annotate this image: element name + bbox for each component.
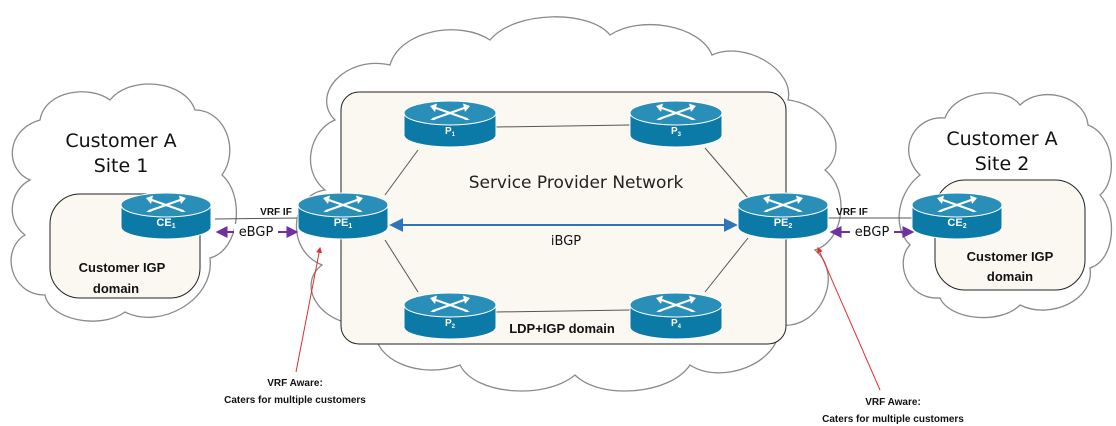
annotation-left-line1: VRF Aware: xyxy=(267,378,323,389)
router-arrowheads xyxy=(430,295,470,312)
router-arrows-icon xyxy=(147,197,185,213)
router-pe1: PE1 xyxy=(297,192,389,240)
router-label-p3: P3 xyxy=(671,126,682,138)
router-ce2: CE2 xyxy=(911,192,1003,240)
router-p4: P4 xyxy=(629,292,723,340)
router-pe2: PE2 xyxy=(737,192,829,240)
router-arrowheads xyxy=(763,195,803,212)
router-label-ce1: CE1 xyxy=(156,217,175,230)
router-label-pe2: PE2 xyxy=(774,217,793,230)
router-arrows-icon xyxy=(324,197,362,213)
router-arrowheads xyxy=(146,195,186,212)
router-arrowheads xyxy=(656,103,696,120)
router-arrows-icon xyxy=(431,297,469,313)
vrf-if-right-label: VRF IF xyxy=(836,207,868,218)
router-p2: P2 xyxy=(403,292,497,340)
link-p4-pe2 xyxy=(704,237,749,293)
router-arrows-icon xyxy=(938,197,976,213)
router-label-p4: P4 xyxy=(671,318,682,330)
router-label-p1: P1 xyxy=(445,126,456,138)
router-label-p2: P2 xyxy=(445,318,456,330)
annotation-left-arrow xyxy=(295,246,323,373)
router-arrowheads xyxy=(656,295,696,312)
ibgp-label: iBGP xyxy=(551,234,581,249)
links xyxy=(214,124,915,313)
site1-title-line1: Customer A xyxy=(65,130,176,152)
link-ce1-pe1 xyxy=(214,217,301,220)
ebgp-right-label: eBGP xyxy=(855,225,890,240)
link-p1-p3 xyxy=(495,124,631,128)
link-p3-pe2 xyxy=(704,147,749,199)
router-p3: P3 xyxy=(629,100,723,148)
router-label-ce2: CE2 xyxy=(947,217,966,230)
annotation-right-line1: VRF Aware: xyxy=(865,397,921,408)
router-arrows-icon xyxy=(657,105,695,121)
site2-domain-line2: domain xyxy=(987,269,1033,284)
site1-domain-line1: Customer IGP xyxy=(79,260,166,275)
router-p1: P1 xyxy=(403,100,497,148)
ebgp-right-label-bg xyxy=(850,224,894,239)
ibgp-label-bg xyxy=(543,232,589,248)
router-arrows-icon xyxy=(431,105,469,121)
link-pe1-p1 xyxy=(384,149,419,196)
router-arrowheads xyxy=(323,195,363,212)
provider-title: Service Provider Network xyxy=(469,173,684,193)
link-p2-p4 xyxy=(495,309,631,313)
router-arrowheads xyxy=(430,103,470,120)
router-ce1: CE1 xyxy=(120,192,212,240)
core-domain-label: LDP+IGP domain xyxy=(509,321,615,336)
router-arrows-icon xyxy=(764,197,802,213)
link-pe1-p2 xyxy=(384,239,419,293)
annotation-right-line2: Caters for multiple customers xyxy=(822,414,964,425)
site2-domain-line1: Customer IGP xyxy=(967,249,1054,264)
ebgp-left-label: eBGP xyxy=(239,225,274,240)
router-label-pe1: PE1 xyxy=(334,217,353,230)
site2-title-line1: Customer A xyxy=(946,128,1057,150)
router-arrows-icon xyxy=(657,297,695,313)
site1-domain-line2: domain xyxy=(93,281,139,296)
annotation-left-line2: Caters for multiple customers xyxy=(224,395,366,406)
vrf-if-left-label: VRF IF xyxy=(260,207,292,218)
annotation-right-arrow xyxy=(817,246,881,391)
site1-title-line2: Site 1 xyxy=(94,155,149,177)
ebgp-left-label-bg xyxy=(234,224,278,239)
router-arrowheads xyxy=(937,195,977,212)
site2-title-line2: Site 2 xyxy=(975,153,1030,175)
